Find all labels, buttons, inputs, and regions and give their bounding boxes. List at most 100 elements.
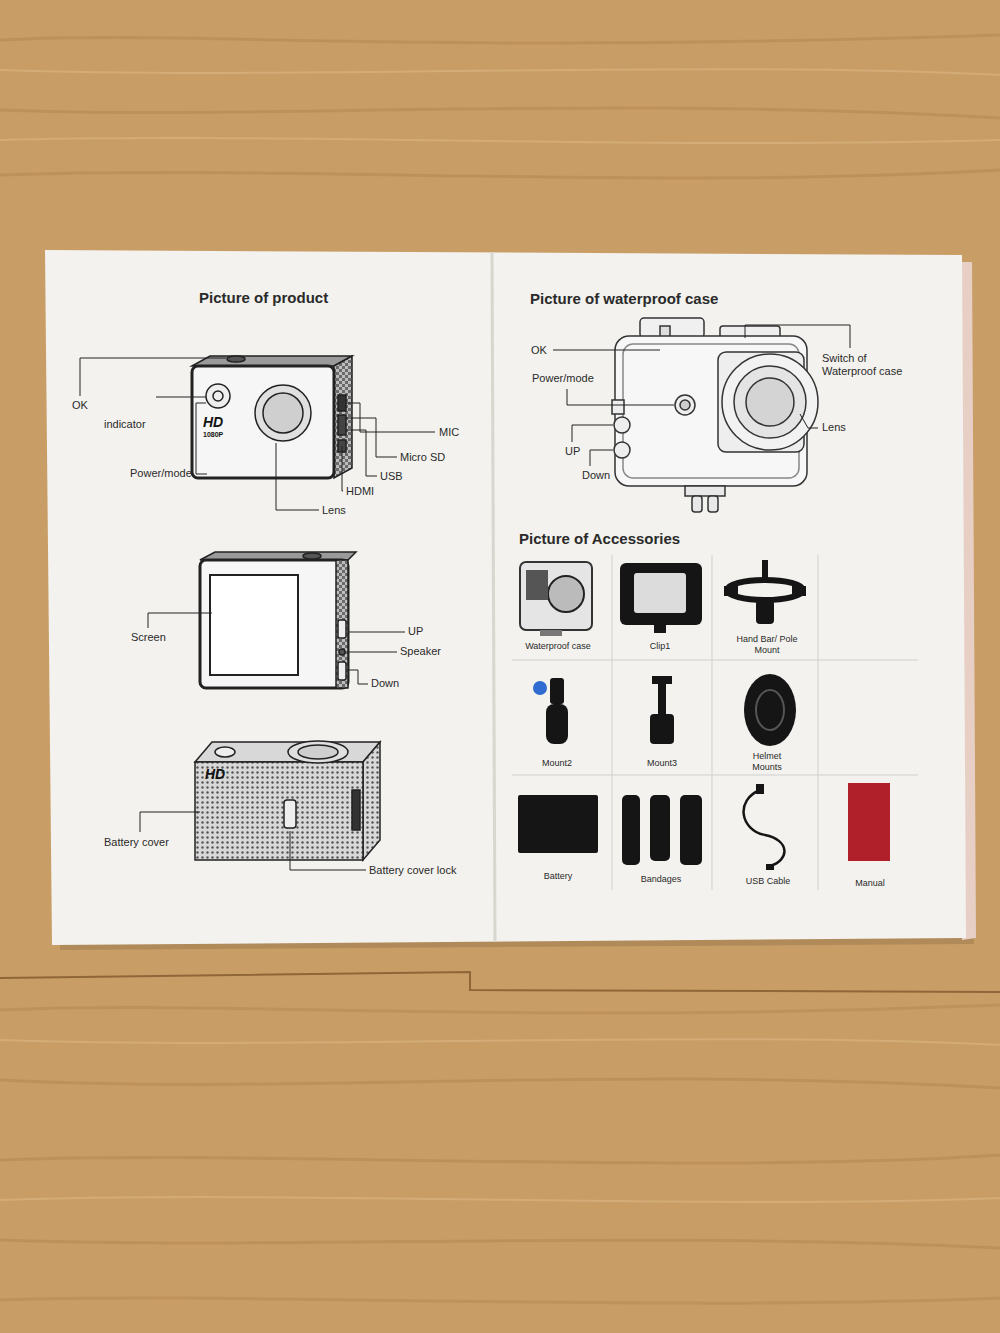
manual-paper [45,250,976,950]
accessory-icons-part [526,570,548,600]
waterproof-case-part [692,496,702,512]
part-label: Speaker [400,645,441,658]
wood-table-part-part [0,1039,1000,1045]
part-label: OK [531,344,547,357]
camera-back-part [339,649,345,655]
waterproof-case [612,318,818,512]
camera-angled-part [195,762,363,860]
leader-line-part [800,414,818,428]
camera-back [200,552,356,688]
accessory-caption: Helmet Mounts [745,751,790,773]
accessory-caption: Clip1 [650,641,671,652]
accessory-icons-part [518,795,598,853]
waterproof-case-part [614,417,630,433]
part-label: Lens [822,421,846,434]
leader-line-part [567,389,674,405]
leader-line-part [140,812,200,832]
camera-angled-part [195,742,380,762]
waterproof-case-part [612,400,624,414]
camera-angled-part [288,741,348,763]
accessory-icons-part [622,795,702,865]
accessory-icons-part-part [650,714,674,744]
accessory-icons-part-part [792,586,806,596]
leader-line-part [80,358,226,396]
waterproof-case-part [722,354,818,450]
part-label: Down [582,469,610,482]
leader-line [148,613,405,684]
camera-front-part [192,366,334,478]
accessory-icons-part-part [724,586,738,596]
accessory-grid-part [712,555,713,890]
wood-table-part-part [0,69,1000,75]
camera-angled [195,741,380,860]
camera-front-part [334,356,352,478]
leader-line-part [346,418,397,457]
leader-line-part [572,425,613,442]
part-label: Down [371,677,399,690]
accessory-icons-part [650,676,674,744]
accessory-icons-part-part [756,600,774,624]
accessory-grid [512,555,918,890]
accessory-caption: Hand Bar/ Pole Mount [732,634,802,656]
camera-front-part [263,393,303,433]
leader-line-part [348,670,368,684]
wood-table-part-part [0,1240,1000,1248]
accessory-caption: Battery [544,871,573,882]
accessory-icons-part-part [652,676,672,684]
part-label: Screen [131,631,166,644]
accessory-icons-part [540,630,562,636]
waterproof-case-part [640,318,704,338]
part-label: UP [565,445,580,458]
accessory-icons-part [744,790,785,866]
accessory-caption: Mount3 [647,758,677,769]
part-label: HDMI [346,485,374,498]
accessory-grid-part [818,555,819,890]
camera-front-part [192,366,334,478]
wood-table-part-part [0,138,1000,143]
camera-front-part [206,384,230,408]
accessory-icons-part [620,563,702,625]
leader-line-part [196,403,207,474]
accessory-icons-part-part [727,580,803,600]
part-label: Battery cover lock [369,864,456,877]
accessory-icons-part-part [546,704,568,744]
camera-angled-part [215,747,235,757]
accessory-caption: USB Cable [746,876,791,887]
wood-table-part-part [0,1298,1000,1303]
accessory-icons-part-part [550,678,564,704]
camera-angled-part [298,745,338,759]
wood-table-part-part [0,1155,1000,1163]
accessory-icons-part [848,783,890,861]
camera-front-part [255,385,311,441]
accessory-icons-part [744,674,796,746]
leader-line-part [348,632,405,633]
manual-paper-part [492,252,495,942]
camera-back-part [336,560,348,688]
waterproof-case-part [685,486,725,496]
camera-back-part [303,553,321,559]
waterproof-case-part [708,496,718,512]
leader-line-part [156,397,206,398]
part-label: Power/mode [532,372,594,385]
camera-back-part [200,560,348,688]
section-heading: Picture of waterproof case [530,290,718,308]
camera-front-part [227,356,245,362]
accessory-icons-part [756,690,784,730]
leader-line-part [290,831,366,870]
section-heading: Picture of product [199,289,328,307]
wood-table-part-part [0,170,1000,178]
section-heading: Picture of Accessories [519,530,680,548]
accessory-icons-part [724,560,806,624]
accessory-grid-part [512,775,918,776]
part-label: Switch of Waterproof case [822,352,922,378]
wood-table-part [0,35,1000,1303]
leader-line-part [148,613,212,628]
accessory-icons-part [756,784,764,794]
leader-line-part [745,325,850,348]
camera-front [192,356,352,478]
logo-text: 1080P [203,431,223,439]
logo-text: HD [205,766,225,783]
